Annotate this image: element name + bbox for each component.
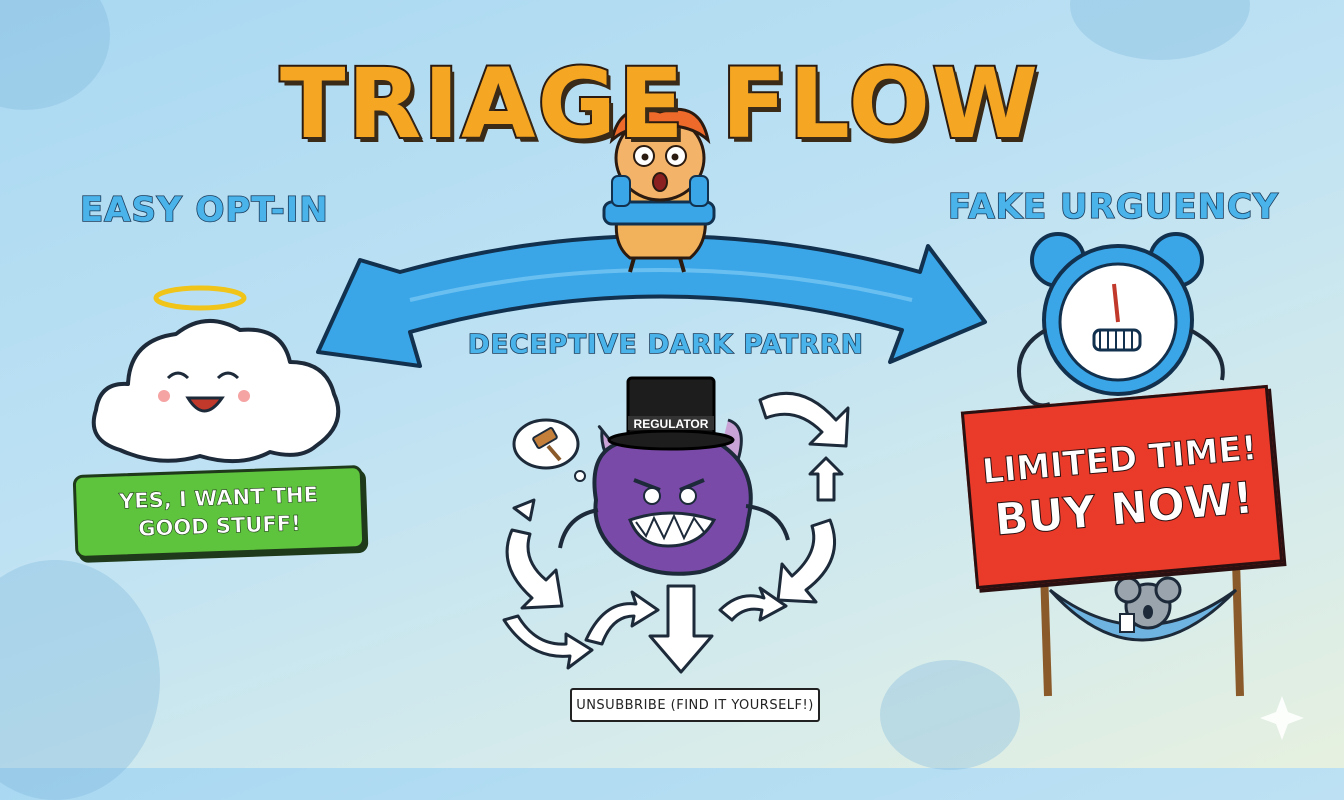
opt-in-button[interactable]: YES, I WANT THE GOOD STUFF! [72,464,366,560]
gavel-icon [512,418,586,482]
easy-opt-in-label: EASY OPT-IN [79,189,329,231]
koala-icon [1040,559,1244,697]
top-hat-icon: REGULATOR [607,376,735,451]
alarm-clock-icon [1017,232,1225,408]
stressed-person-icon [602,107,716,273]
fake-urgency-label: FAKE URGUENCY [947,186,1279,228]
unsubscribe-link[interactable]: UNSUBBRIBE (FIND IT YOURSELF!) [570,688,820,722]
monster-icon [558,418,790,576]
buy-now-sign[interactable]: LIMITED TIME! BUY NOW! [960,384,1284,590]
double-arrow-icon [316,234,987,368]
bg-blob-bottom-right [880,660,1020,770]
cycle-arrows [502,391,850,674]
halo-icon [153,285,247,311]
page-title: TRIAGE FLOW [278,46,1041,162]
hat-label: REGULATOR [634,417,709,431]
dark-pattern-label: DECEPTIVE DARK PATRRN [467,329,864,361]
cloud-icon [91,318,341,464]
sparkle-icon [1260,696,1304,740]
illustration: REGULATOR [91,107,1304,740]
